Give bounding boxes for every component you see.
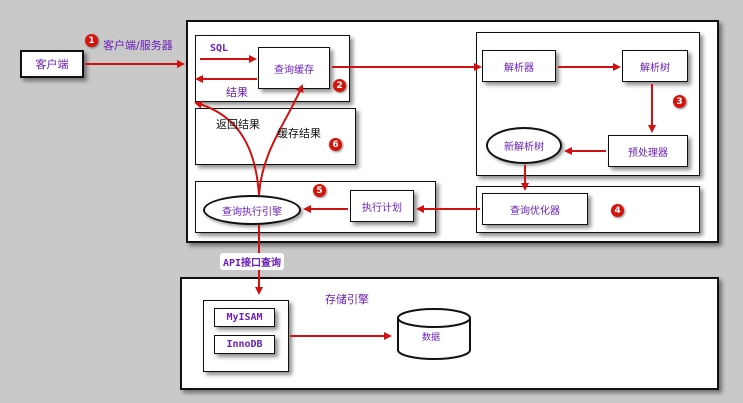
step-2-badge: 2 (333, 79, 346, 92)
client-box: 客户端 (20, 50, 84, 78)
sql-label: SQL (210, 43, 229, 54)
execution-engine-ellipse: 查询执行引擎 (203, 195, 301, 225)
execution-plan-label: 执行计划 (362, 202, 402, 214)
myisam-label: MyISAM (226, 312, 263, 323)
parser-box: 解析器 (482, 50, 556, 82)
client-label: 客户端 (35, 58, 69, 71)
preprocessor-label: 预处理器 (628, 147, 668, 159)
storage-title: 存储引擎 (325, 293, 369, 306)
cache-result-label: 缓存结果 (277, 127, 321, 140)
parser-label: 解析器 (504, 62, 534, 74)
query-cache-label: 查询缓存 (274, 64, 314, 76)
result-label: 结果 (226, 86, 248, 99)
innodb-box: InnoDB (214, 335, 275, 354)
new-parse-tree-label: 新解析树 (504, 142, 544, 153)
step-5-badge: 5 (313, 184, 326, 197)
step-6-badge: 6 (329, 138, 342, 151)
client-server-label: 客户端/服务器 (103, 39, 173, 52)
return-result-label: 返回结果 (216, 118, 260, 131)
data-label: 数据 (422, 333, 441, 343)
step-3-badge: 3 (673, 95, 686, 108)
arrow-return-result (194, 100, 260, 196)
arrow-cache-result (258, 84, 304, 196)
step-1-badge: 1 (85, 34, 98, 47)
query-cache-box: 查询缓存 (258, 47, 330, 89)
myisam-box: MyISAM (214, 308, 275, 327)
optimizer-label: 查询优化器 (510, 205, 560, 217)
database-cylinder (397, 308, 471, 360)
execution-plan-box: 执行计划 (350, 190, 414, 222)
innodb-label: InnoDB (226, 339, 263, 350)
step-4-badge: 4 (611, 204, 624, 217)
parse-tree-label: 解析树 (640, 62, 670, 74)
preprocessor-box: 预处理器 (608, 135, 688, 167)
parse-tree-box: 解析树 (622, 50, 688, 82)
optimizer-box: 查询优化器 (482, 193, 588, 225)
new-parse-tree-ellipse: 新解析树 (486, 127, 562, 164)
execution-engine-label: 查询执行引擎 (222, 206, 282, 218)
api-query-label: API接口查询 (220, 253, 285, 270)
